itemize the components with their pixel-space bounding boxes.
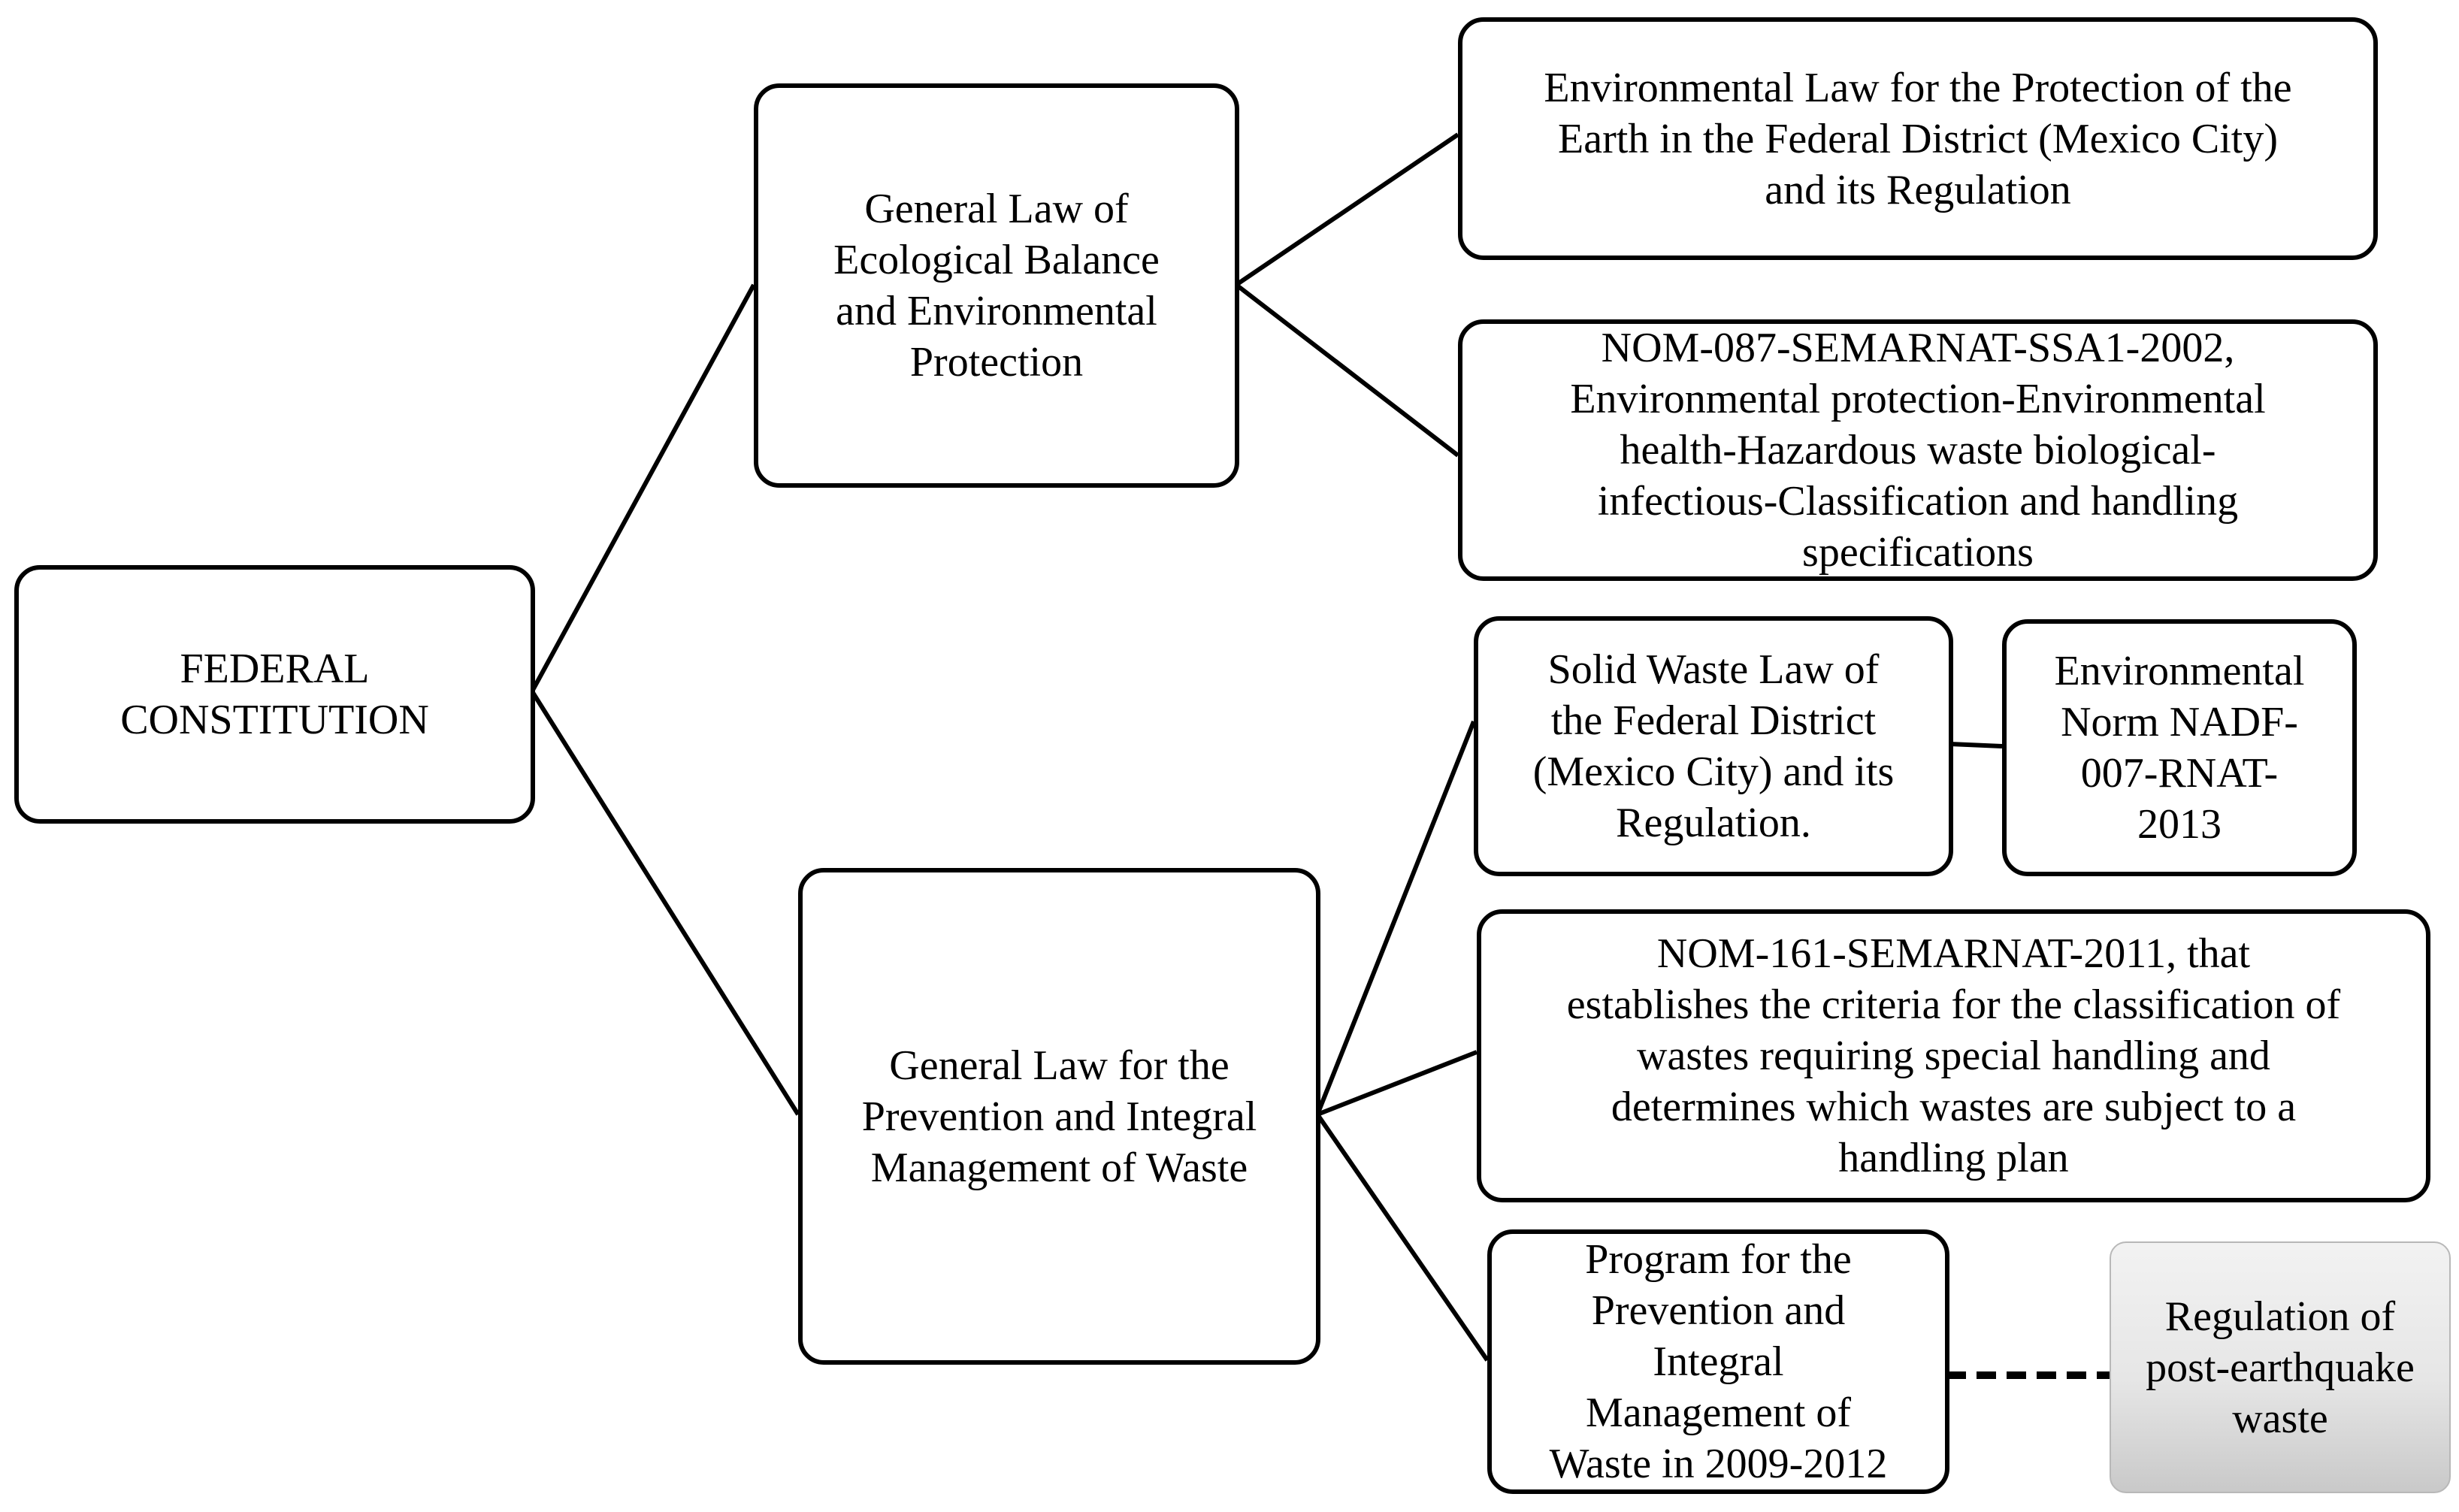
program-prevention-label: Program for the Prevention and Integral …: [1549, 1236, 1888, 1487]
connector-waste-law-to-solid-waste-law: [1315, 720, 1476, 1116]
connector-ecological-law-to-nom-087: [1235, 283, 1459, 458]
environmental-norm-nadf-label: Environmental Norm NADF- 007-RNAT- 2013: [2054, 648, 2305, 848]
general-law-ecological-balance-node: General Law of Ecological Balance and En…: [754, 83, 1239, 488]
solid-waste-law-label: Solid Waste Law of the Federal District …: [1532, 646, 1895, 846]
general-law-ecological-balance-label: General Law of Ecological Balance and En…: [833, 186, 1160, 386]
federal-constitution-node: FEDERAL CONSTITUTION: [14, 565, 535, 824]
nom-087-node: NOM-087-SEMARNAT-SSA1-2002, Environmenta…: [1458, 319, 2378, 581]
connector-constitution-to-waste-law: [530, 690, 800, 1116]
environmental-norm-nadf-node: Environmental Norm NADF- 007-RNAT- 2013: [2002, 619, 2357, 876]
regulation-post-earthquake-label: Regulation of post-earthquake waste: [2146, 1293, 2415, 1442]
nom-161-node: NOM-161-SEMARNAT-2011, that establishes …: [1477, 909, 2430, 1202]
environmental-law-earth-label: Environmental Law for the Protection of …: [1544, 64, 2292, 213]
nom-087-label: NOM-087-SEMARNAT-SSA1-2002, Environmenta…: [1570, 325, 2266, 576]
connector-waste-law-to-nom-161: [1316, 1050, 1478, 1117]
connector-solid-waste-law-to-nadf-norm: [1949, 742, 2003, 748]
general-law-waste-label: General Law for the Prevention and Integ…: [861, 1042, 1257, 1191]
environmental-law-earth-node: Environmental Law for the Protection of …: [1458, 17, 2378, 260]
solid-waste-law-node: Solid Waste Law of the Federal District …: [1474, 616, 1953, 876]
federal-constitution-label: FEDERAL CONSTITUTION: [120, 646, 429, 743]
regulation-post-earthquake-node: Regulation of post-earthquake waste: [2110, 1241, 2451, 1493]
program-prevention-node: Program for the Prevention and Integral …: [1487, 1229, 1949, 1494]
nom-161-label: NOM-161-SEMARNAT-2011, that establishes …: [1566, 930, 2341, 1181]
connector-ecological-law-to-environmental-law-earth: [1235, 132, 1459, 287]
general-law-waste-node: General Law for the Prevention and Integ…: [798, 868, 1320, 1365]
connector-constitution-to-ecological-law: [530, 283, 756, 693]
connector-waste-law-to-program-prevention: [1315, 1113, 1490, 1362]
